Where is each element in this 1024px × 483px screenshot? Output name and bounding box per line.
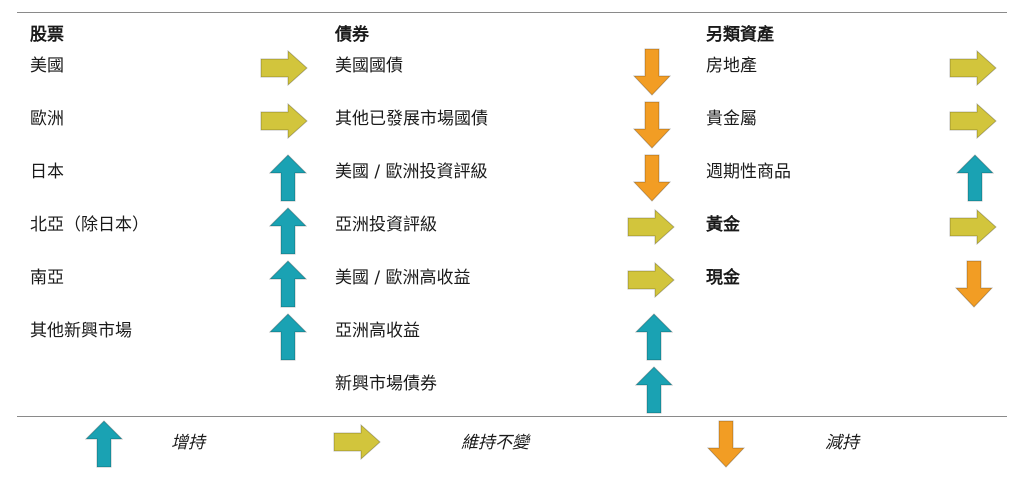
flat-arrow-icon — [627, 208, 675, 249]
asset-label: 新興市場債券 — [335, 374, 437, 394]
asset-label: 其他新興市場 — [30, 321, 132, 341]
asset-label: 美國國債 — [335, 56, 403, 76]
asset-label: 北亞（除日本） — [30, 215, 149, 235]
asset-label: 貴金屬 — [706, 109, 757, 129]
legend-increase: 增持 — [84, 420, 285, 472]
asset-label: 美國 / 歐洲高收益 — [335, 268, 471, 288]
flat-arrow-icon — [333, 423, 381, 464]
flat-arrow-icon — [260, 49, 308, 90]
asset-label: 南亞 — [30, 268, 64, 288]
flat-arrow-icon — [949, 208, 997, 249]
legend-label: 減持 — [825, 433, 859, 453]
up-arrow-icon — [84, 420, 124, 472]
asset-label: 日本 — [30, 162, 64, 182]
asset-label: 美國 — [30, 56, 64, 76]
down-arrow-icon — [632, 48, 672, 100]
top-divider — [17, 12, 1007, 13]
down-arrow-icon — [632, 154, 672, 206]
down-arrow-icon — [954, 260, 994, 312]
up-arrow-icon — [268, 313, 308, 365]
asset-label: 週期性商品 — [706, 162, 791, 182]
legend-label: 維持不變 — [461, 433, 529, 453]
legend-label: 增持 — [171, 433, 205, 453]
column-header: 另類資產 — [706, 25, 774, 45]
legend-decrease: 減持 — [706, 420, 907, 472]
legend-divider — [17, 416, 1007, 417]
flat-arrow-icon — [260, 102, 308, 143]
up-arrow-icon — [955, 154, 995, 206]
column-header: 債券 — [335, 25, 369, 45]
up-arrow-icon — [268, 207, 308, 259]
up-arrow-icon — [634, 313, 674, 365]
asset-label: 現金 — [706, 268, 740, 288]
up-arrow-icon — [268, 260, 308, 312]
asset-label: 亞洲投資評級 — [335, 215, 437, 235]
column-header: 股票 — [30, 25, 64, 45]
flat-arrow-icon — [627, 261, 675, 302]
legend-maintain: 維持不變 — [333, 420, 593, 472]
down-arrow-icon — [632, 101, 672, 153]
down-arrow-icon — [706, 420, 746, 472]
asset-label: 房地產 — [706, 56, 757, 76]
asset-label: 黃金 — [706, 215, 740, 235]
up-arrow-icon — [634, 366, 674, 418]
flat-arrow-icon — [949, 102, 997, 143]
asset-label: 美國 / 歐洲投資評級 — [335, 162, 488, 182]
up-arrow-icon — [268, 154, 308, 206]
flat-arrow-icon — [949, 49, 997, 90]
asset-label: 歐洲 — [30, 109, 64, 129]
asset-label: 亞洲高收益 — [335, 321, 420, 341]
asset-label: 其他已發展市場國債 — [335, 109, 488, 129]
